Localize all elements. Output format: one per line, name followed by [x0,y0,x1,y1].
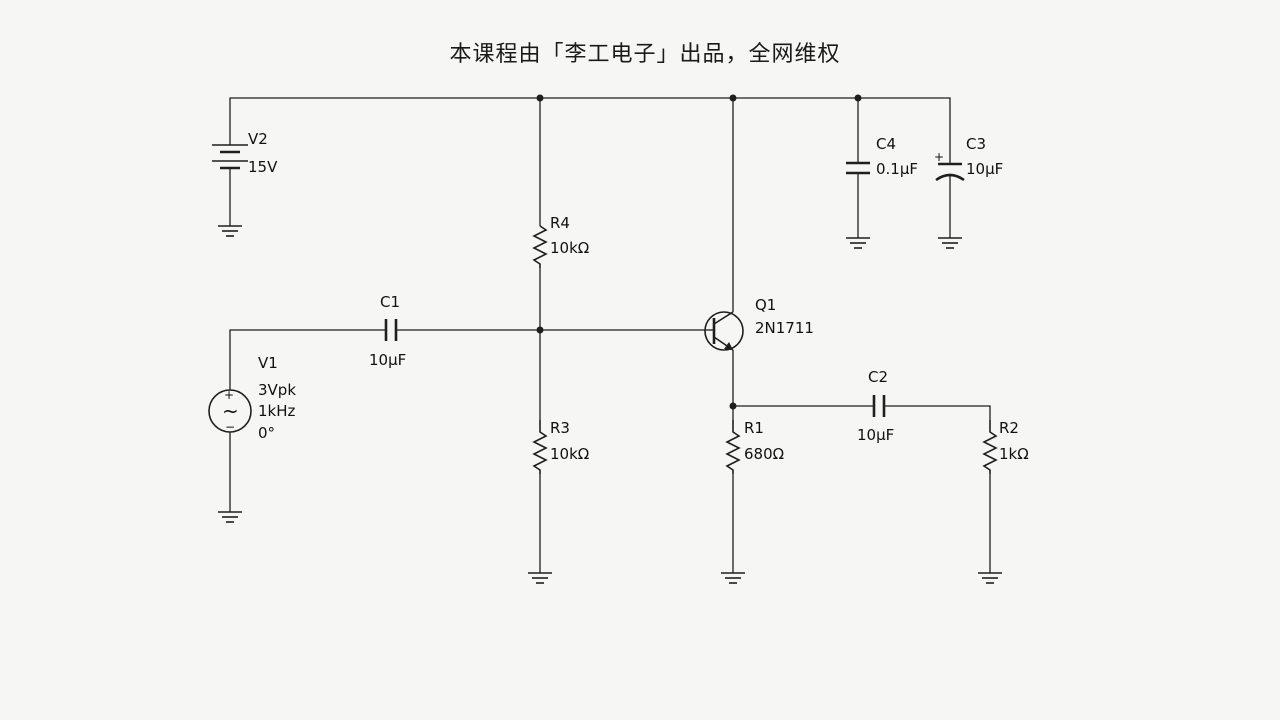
resistor-r1: R1 680Ω [725,419,784,474]
c1-value-label: 10µF [369,351,406,369]
c3-plus-sign: + [934,150,944,164]
wire-c2-to-r2 [884,405,991,420]
resistor-r4: R4 10kΩ [532,214,589,268]
capacitor-c3: + C3 10µF [934,135,1003,182]
source-circle [208,389,252,433]
r4-name-label: R4 [550,214,570,232]
v1-plus-sign: + [224,388,234,402]
r4-value-label: 10kΩ [550,239,589,257]
junction-dot [536,326,544,334]
resistor-zigzag [725,420,741,474]
r3-name-label: R3 [550,419,570,437]
page-title: 本课程由「李工电子」出品，全网维权 [449,42,841,67]
resistor-r3: R3 10kΩ [532,419,589,474]
ground-symbol [938,237,962,249]
transistor-collector-lead [713,311,734,325]
junction-dot [729,94,737,102]
resistor-zigzag [532,420,548,474]
v1-name-label: V1 [258,354,278,372]
c4-name-label: C4 [876,135,896,153]
ac-source-v1: + ~ − V1 3Vpk 1kHz 0° [208,354,296,442]
r2-name-label: R2 [999,419,1019,437]
q1-name-label: Q1 [755,296,776,314]
ground-symbol [721,572,745,584]
c1-name-label: C1 [380,293,400,311]
c3-value-label: 10µF [966,160,1003,178]
ground-symbol [218,225,242,237]
wire-top-rail [229,97,951,148]
resistor-zigzag [532,225,548,268]
resistor-r2: R2 1kΩ [982,419,1029,474]
r1-value-label: 680Ω [744,445,784,463]
ground-symbol [846,237,870,249]
junctions [536,94,862,410]
v1-phase-label: 0° [258,424,275,442]
v2-name-label: V2 [248,130,268,148]
transistor-circle [704,311,744,351]
r3-value-label: 10kΩ [550,445,589,463]
v1-amplitude-label: 3Vpk [258,381,296,399]
junction-dot [536,94,544,102]
junction-dot [729,402,737,410]
ground-symbol [978,572,1002,584]
wire-v1-to-c1 [229,329,386,390]
c3-name-label: C3 [966,135,986,153]
v2-value-label: 15V [248,158,278,176]
capacitor-c1: C1 10µF [369,293,406,369]
emitter-arrow [724,342,733,350]
v1-minus-sign: − [225,420,235,434]
junction-dot [854,94,862,102]
ground-symbol [528,572,552,584]
v1-frequency-label: 1kHz [258,402,296,420]
resistor-zigzag [982,420,998,474]
r1-name-label: R1 [744,419,764,437]
ground-symbol [218,511,242,523]
v1-tilde-sign: ~ [222,399,239,423]
r2-value-label: 1kΩ [999,445,1029,463]
battery-v2: V2 15V [212,130,278,176]
c2-name-label: C2 [868,368,888,386]
q1-model-label: 2N1711 [755,319,814,337]
capacitor-c4: C4 0.1µF [846,135,918,178]
capacitor-c2: C2 10µF [857,368,894,444]
c4-value-label: 0.1µF [876,160,918,178]
wires [229,97,991,573]
c2-value-label: 10µF [857,426,894,444]
transistor-q1: Q1 2N1711 [704,296,814,351]
